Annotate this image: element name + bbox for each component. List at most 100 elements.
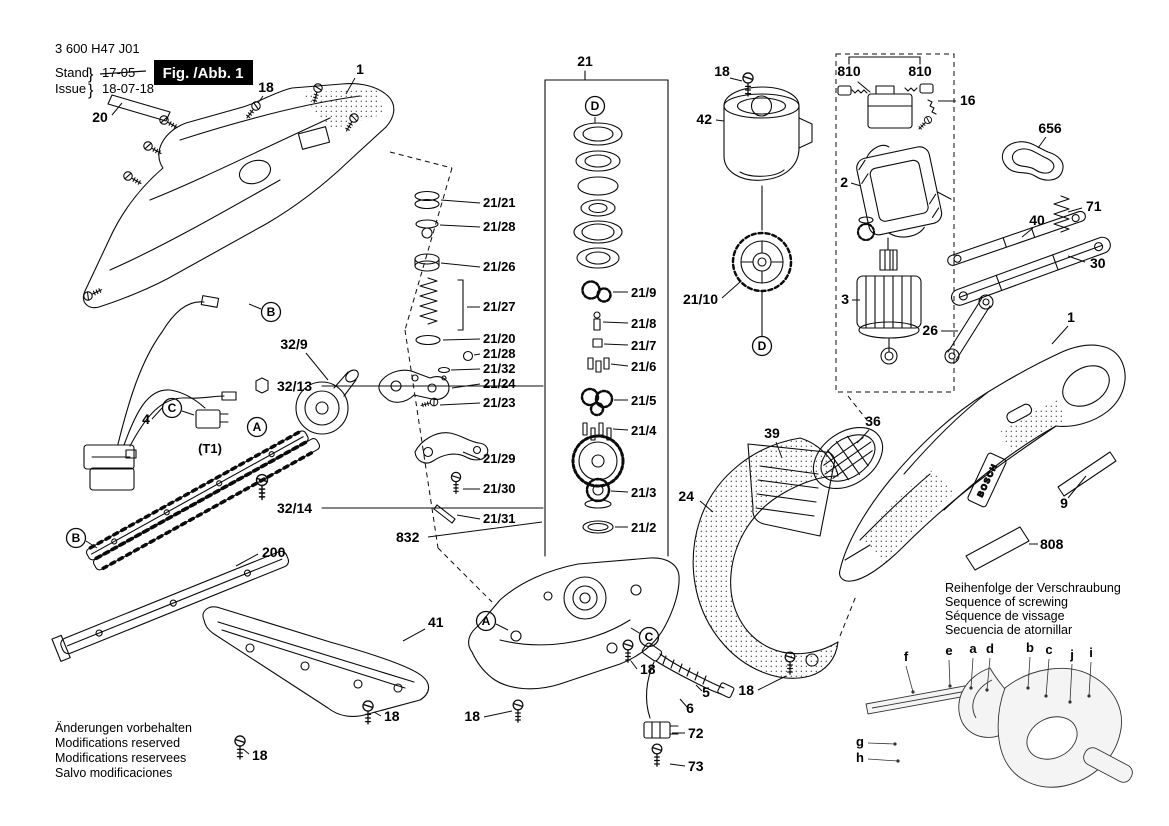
callout-200: 200 [262,544,286,560]
armature-drawing [856,216,922,365]
callout-21-31: 21/31 [483,511,516,526]
modification-note: Änderungen vorbehalten Modifications res… [55,721,192,780]
cable-harness-drawing [83,295,237,491]
callout-21-28a: 21/28 [483,219,516,234]
callout-labels: 20 18 1 21 18 42 810 810 16 2 656 71 40 … [92,53,1106,774]
callout-21-8: 21/8 [631,316,656,331]
callout-16: 16 [960,92,976,108]
svg-text:B: B [267,305,276,319]
callout-21-6: 21/6 [631,359,656,374]
motor-housing-left-drawing [81,82,395,309]
callout-808: 808 [1040,536,1064,552]
blade-bar-drawing [85,430,321,571]
figure-label: Fig. /Abb. 1 [163,65,244,82]
callout-41: 41 [428,614,444,630]
callout-810-left: 810 [837,63,861,79]
ref-B-bottom: B [65,527,87,549]
svg-text:A: A [482,614,491,628]
seq-note-fr: Séquence de vissage [945,609,1065,623]
svg-text:C: C [168,401,177,415]
callout-32-14: 32/14 [277,500,312,516]
callout-21-24: 21/24 [483,376,516,391]
screw-sequence-diagram [865,656,1133,788]
callout-21-26: 21/26 [483,259,516,274]
note-line-es: Salvo modificaciones [55,766,172,780]
note-line-de: Änderungen vorbehalten [55,721,192,735]
callout-21-7: 21/7 [631,338,656,353]
dashed-assembly-lines [389,53,955,637]
chassis-plate-drawing [468,557,796,723]
callout-1-left: 1 [356,61,364,77]
callout-21-28b: 21/28 [483,346,516,361]
strikethrough-line [99,70,147,75]
seq-letter-a: a [969,641,977,656]
main-housing-right-drawing: BOSCH [839,344,1126,582]
blade-rail-200-drawing [51,550,290,662]
callout-40: 40 [1029,212,1045,228]
sequence-note: Reihenfolge der Verschraubung Sequence o… [945,581,1121,637]
callout-1-right: 1 [1067,309,1075,325]
callout-21-30: 21/30 [483,481,516,496]
ref-A-left: A [246,416,268,438]
callout-18-housing: 18 [258,79,274,95]
ref-D-mid: D [751,335,773,357]
callout-71: 71 [1086,198,1102,214]
svg-text:A: A [253,420,262,434]
figure-label-box [154,60,253,85]
assembly-21-bracket [544,70,669,557]
stator-drawing [856,144,952,238]
callout-21: 21 [577,53,593,69]
svg-text:D: D [591,99,600,113]
blade-protector-9-drawing [1057,451,1117,497]
ref-B-top: B [260,301,282,323]
callout-21-29: 21/29 [483,451,516,466]
seq-letter-f: f [904,649,909,664]
note-line-en: Modifications reserved [55,736,180,750]
eccentric-assembly-drawing [255,369,359,501]
callout-21-20: 21/20 [483,331,516,346]
seq-letter-e: e [945,643,952,658]
strip-part-20-drawing [107,94,171,122]
spacer-stack-drawing [378,190,489,524]
callout-3: 3 [841,291,849,307]
callout-21-10: 21/10 [683,291,718,307]
gear-wheel-21-10-drawing [731,231,793,337]
stand-label: Stand [55,65,89,80]
callout-42: 42 [696,111,712,127]
seq-letter-g: g [856,734,864,749]
brace-glyph-2: } [88,82,94,99]
callout-32-13: 32/13 [277,378,312,394]
type-number: 3 600 H47 J01 [55,41,140,56]
blade-guard-41-drawing [202,606,430,760]
svg-text:C: C [645,630,654,644]
callout-18-tray2: 18 [384,708,400,724]
note-line-fr: Modifications reservees [55,751,186,765]
seq-letter-h: h [856,750,864,765]
seq-note-en: Sequence of screwing [945,595,1068,609]
cable-grip-656-drawing [1001,141,1064,181]
callout-t1: (T1) [198,441,222,456]
callout-21-5: 21/5 [631,393,656,408]
cable-clamp-72-drawing [643,721,679,739]
ref-D-top: D [584,95,606,117]
callout-32-9: 32/9 [280,336,307,352]
callout-72: 72 [688,725,704,741]
leader-lines [85,77,1087,767]
callout-39: 39 [764,425,780,441]
callout-21-2: 21/2 [631,520,656,535]
seq-note-de: Reihenfolge der Verschraubung [945,581,1121,595]
callout-832: 832 [396,529,420,545]
callout-18-chassis1: 18 [464,708,480,724]
power-cord-drawing [641,642,735,719]
callout-21-32: 21/32 [483,361,516,376]
callout-6: 6 [686,700,694,716]
callout-18-chassis2: 18 [640,661,656,677]
seq-letter-c: c [1045,642,1052,657]
ref-A-chassis: A [475,610,497,632]
reference-letters: D D B B C A A C [65,95,773,648]
screw-sequence-letters: f e a d b c j i g h [856,640,1093,765]
seq-letter-j: j [1069,647,1074,662]
issue-label: Issue [55,81,86,96]
callout-18-baffle: 18 [714,63,730,79]
